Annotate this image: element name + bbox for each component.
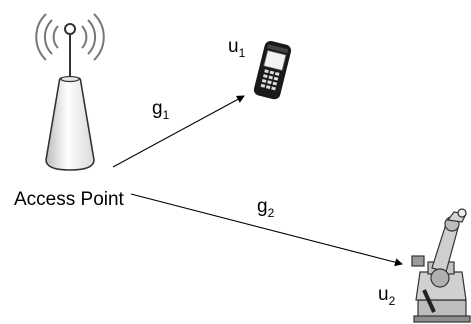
industrial-robot-icon <box>411 208 471 323</box>
channel-g1-label: g1 <box>152 98 170 122</box>
channel-g2-label: g2 <box>257 196 275 220</box>
user-u2-label: u2 <box>378 284 396 308</box>
user-u1-label: u1 <box>228 36 246 60</box>
mobile-phone-icon <box>253 40 292 100</box>
antenna-tower-icon <box>35 13 105 171</box>
channel-g2-arrow <box>130 193 403 267</box>
access-point-label: Access Point <box>14 189 125 210</box>
channel-g1-arrow <box>112 95 245 168</box>
